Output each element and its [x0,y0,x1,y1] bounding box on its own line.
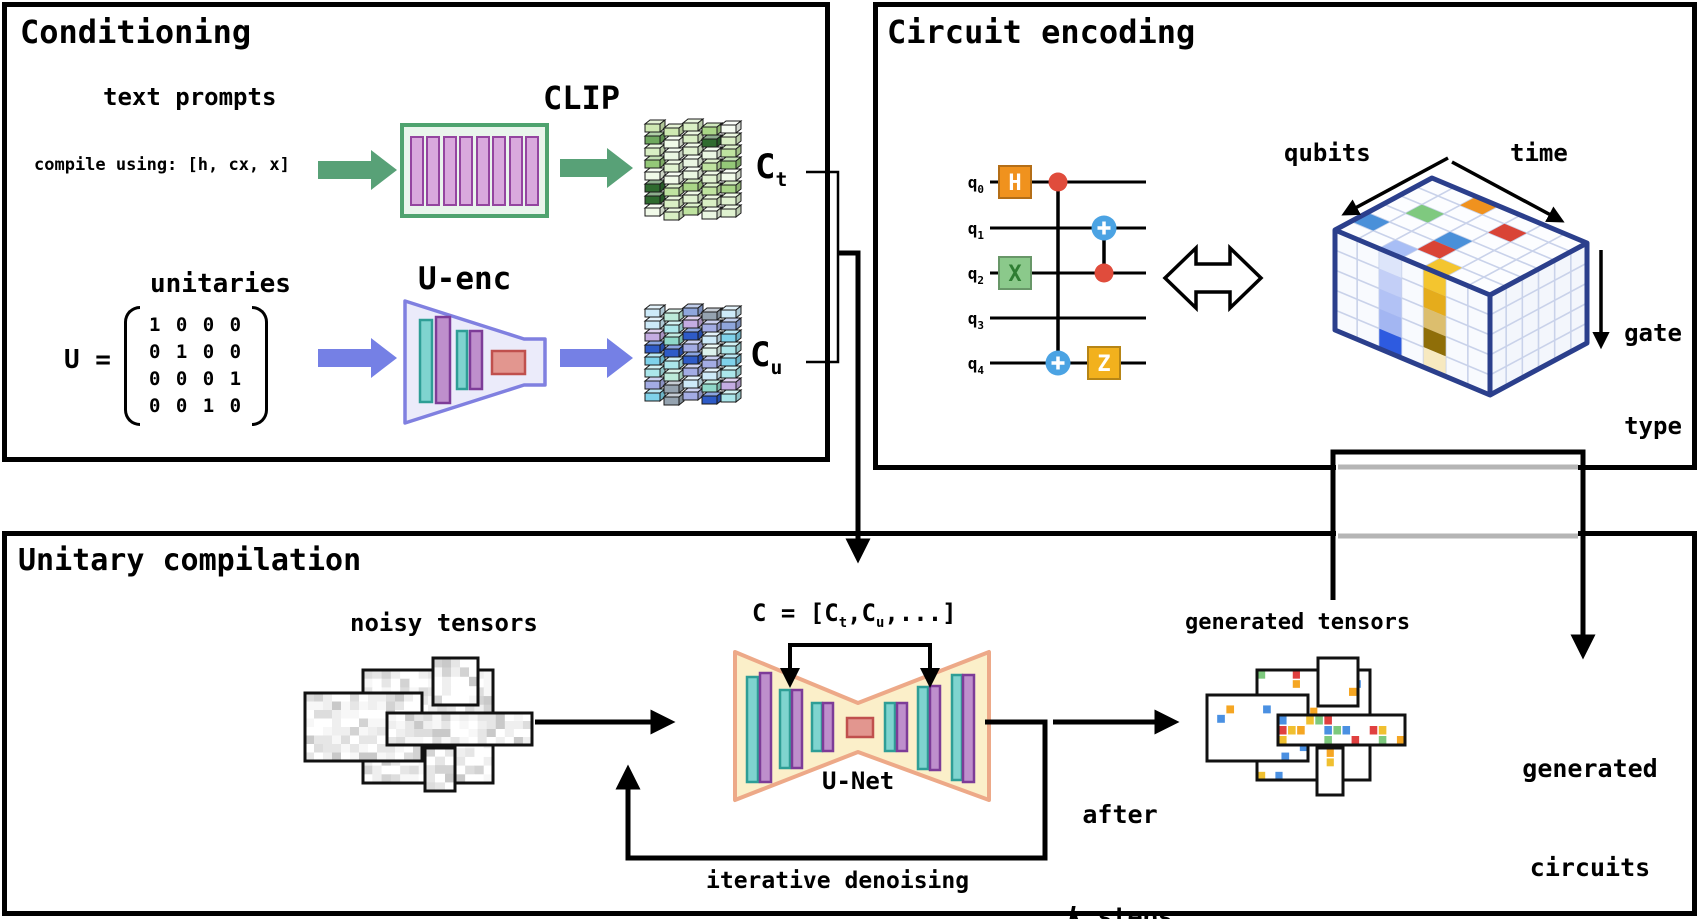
svg-text:q0: q0 [968,173,984,196]
clip-bar-icon [508,135,523,206]
iterative-denoising-label: iterative denoising [706,868,970,894]
unet-label: U-Net [822,767,895,795]
unitaries-label: unitaries [150,269,291,299]
unitary-compilation-title: Unitary compilation [18,543,362,578]
clip-bar-icon [410,135,424,206]
svg-text:Z: Z [1097,352,1110,377]
encoding-cube [1332,156,1610,398]
svg-text:q3: q3 [968,309,984,332]
conditioning-title: Conditioning [20,13,252,51]
qubits-axis-label: qubits [1284,139,1371,167]
unitary-matrix: 1 0 0 0 0 1 0 0 0 0 0 1 0 0 1 0 [124,306,269,426]
clip-label: CLIP [543,79,621,117]
gate-type-axis-label: gate type [1624,319,1682,440]
generated-tensor-cluster [1205,656,1407,797]
clip-bar-icon [524,135,539,206]
svg-text:X: X [1008,262,1021,287]
svg-text:q1: q1 [968,219,985,242]
matrix-row: 0 0 1 0 [149,395,244,417]
clip-bar-icon [442,135,457,206]
matrix-row: 0 0 0 1 [149,368,244,390]
after-k-steps-label: after k steps [1067,800,1173,919]
matrix-row: 1 0 0 0 [149,314,244,336]
ct-label: Ct [755,147,788,191]
quantum-circuit: q0 q1 q2 q3 q4 H X Z [968,165,1146,380]
matrix-left-paren [124,306,140,426]
clip-bar-icon [492,135,507,206]
cu-tensor-stack [643,302,743,407]
text-prompts-label: text prompts [103,83,277,111]
cu-label: Cu [750,335,783,379]
uenc-funnel [403,299,547,425]
prompt-text: compile using: [h, cx, x] [34,155,290,175]
svg-text:q4: q4 [968,354,985,377]
svg-text:H: H [1008,171,1021,196]
clip-box [400,123,549,218]
generated-tensors-label: generated tensors [1185,610,1411,635]
noisy-tensors-label: noisy tensors [350,609,538,637]
clip-bar-icon [475,135,490,206]
time-axis-label: time [1510,139,1568,167]
matrix-right-paren [252,306,269,426]
ct-tensor-stack [643,117,743,222]
clip-bar-icon [426,135,441,206]
clip-bar-icon [459,135,474,206]
generated-circuits-label: generated circuits [1522,754,1658,882]
svg-text:q2: q2 [968,264,984,287]
uenc-label: U-enc [418,261,512,297]
circuit-encoding-title: Circuit encoding [887,13,1196,51]
u-eq-label: U = [64,345,111,375]
noisy-tensor-cluster [303,656,534,793]
condition-equation: C = [Ct,Cu,...] [752,599,957,631]
matrix-row: 0 1 0 0 [149,341,244,363]
